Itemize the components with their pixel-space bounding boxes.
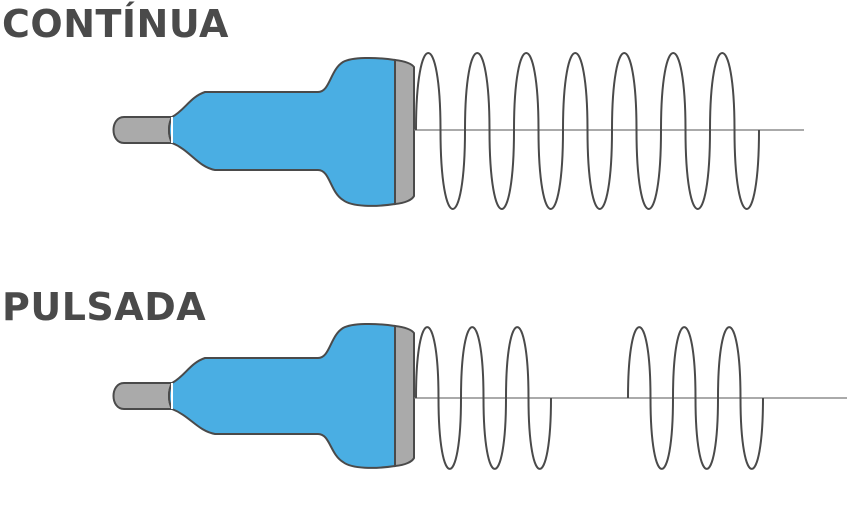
- pulsed-wave-icon: [414, 326, 847, 470]
- continuous-wave-icon: [414, 52, 804, 210]
- probe-tip: [112, 382, 174, 410]
- continuous-wave-line: [415, 52, 760, 210]
- probe-tip: [112, 116, 174, 144]
- probe-face: [394, 58, 415, 206]
- continuous-mode-figure: [112, 52, 804, 210]
- continuous-probe-icon: [112, 56, 415, 207]
- continuous-mode-title: CONTÍNUA: [2, 2, 229, 46]
- pulsed-mode-figure: [112, 322, 847, 470]
- probe-body: [168, 56, 396, 207]
- pulsed-wave-burst-1: [415, 326, 552, 470]
- probe-face: [394, 324, 415, 468]
- pulsed-probe-icon: [112, 322, 415, 469]
- pulsed-mode-title: PULSADA: [2, 285, 207, 329]
- probe-body: [168, 322, 396, 469]
- pulsed-wave-burst-2: [627, 326, 764, 470]
